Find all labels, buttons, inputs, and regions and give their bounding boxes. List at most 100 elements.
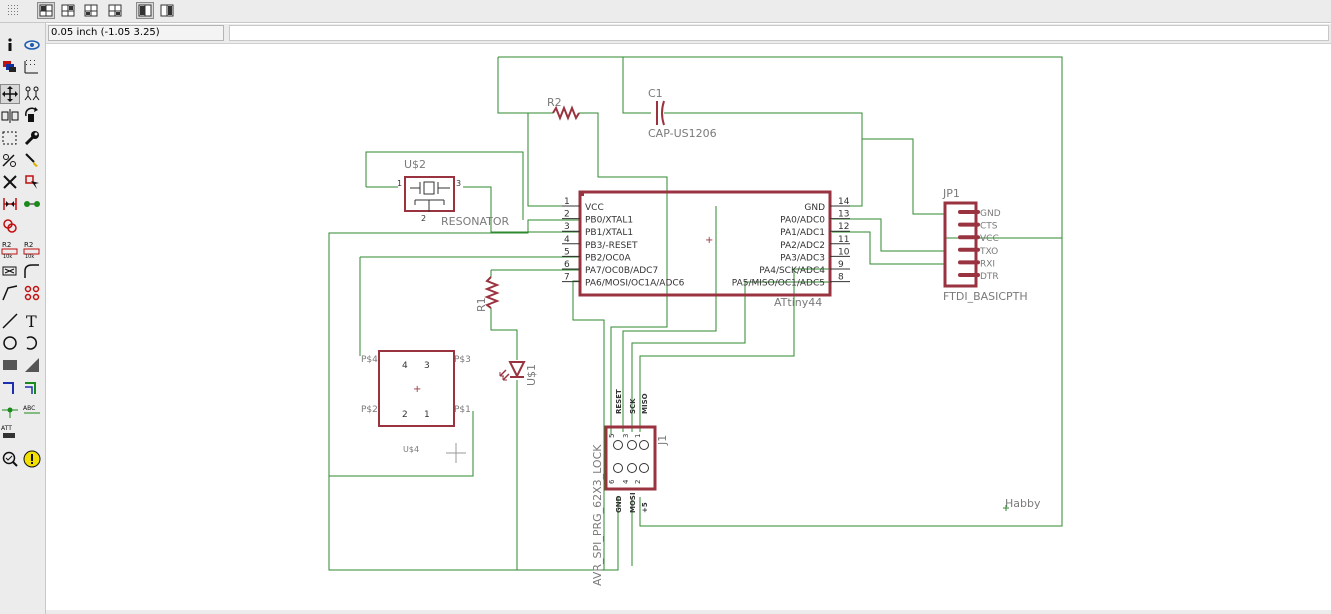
u4-label-p3: P$3 [454,355,471,365]
u2-pin-1: 1 [397,179,402,188]
move-icon[interactable] [0,84,20,104]
ic-pin-name: VCC [585,203,604,213]
ic-pin-num: 11 [838,235,849,245]
circle-icon[interactable] [0,333,20,353]
ic-pin-name: PB3/-RESET [585,241,638,251]
u2-value: RESONATOR [441,215,510,228]
grid-dots-icon[interactable] [22,57,42,77]
schematic-canvas[interactable]: R2 C1 CAP-US1206 U$2 RESONATOR 1 3 2 + A… [46,44,1331,614]
jp1-pin-label: VCC [980,234,999,244]
ic-pin-name: PA6/MOSI/OC1A/ADC6 [585,279,685,289]
j1-top-label: SCK [629,398,637,414]
j1-bottom-label: MOSI [629,492,637,513]
info-icon[interactable] [0,35,20,55]
svg-text:ABC: ABC [23,405,35,412]
jp1-pin-label: TXO [979,247,998,257]
ic-pin-name: PA1/ADC1 [780,228,825,238]
jp1-value: FTDI_BASICPTH [943,290,1028,303]
header-j1[interactable]: J1 AVR_SPI_PRG_62X3_LOCK 56RESETGND34SCK… [591,389,669,586]
svg-text:R2: R2 [24,241,33,249]
smash-icon[interactable] [0,261,20,281]
resistor-r1[interactable]: R1 [475,276,500,312]
resistor-r2[interactable]: R2 [547,96,580,121]
brush-icon[interactable] [22,150,42,170]
command-input[interactable] [229,25,1329,41]
select-rect-icon[interactable] [0,128,20,148]
u4-label-p2: P$2 [361,405,378,415]
rotate-icon[interactable] [22,106,42,126]
erc-icon[interactable] [0,449,20,469]
svg-text:+: + [413,384,421,395]
text-icon[interactable]: T [22,311,42,331]
layout-icon-2[interactable] [59,2,77,19]
add-part-icon[interactable] [22,172,42,192]
net-icon[interactable] [0,378,20,398]
split-wire-icon[interactable] [0,283,20,303]
ic-value: ATtiny44 [774,296,822,309]
led-u1[interactable]: U$1 [499,361,538,386]
junction-icon[interactable] [0,400,20,420]
miter-icon[interactable] [22,261,42,281]
svg-text:10k: 10k [25,254,34,259]
layout-icon-6[interactable] [158,2,176,19]
attribute-icon[interactable]: ATT [0,422,20,442]
led-name: U$1 [525,364,538,386]
ic-pin-num: 6 [564,260,570,270]
ic-attiny44[interactable]: + ATtiny44 1VCC2PB0/XTAL13PB1/XTAL14PB3/… [562,190,850,309]
layers-icon[interactable] [0,57,20,77]
habby-label: Habby [1003,497,1041,511]
warning-icon[interactable] [22,449,42,469]
j1-pin-num: 6 [608,479,616,484]
mirror-icon[interactable] [0,106,20,126]
jp1-pin-label: CTS [980,222,998,232]
mirror-h-icon[interactable] [0,194,20,214]
u4-name: U$4 [403,445,419,454]
ic-pin-name: PB2/OC0A [585,253,631,263]
ic-pin-name: GND [804,203,825,213]
ic-pin-num: 8 [838,273,844,283]
split-icon[interactable] [0,150,20,170]
delete-icon[interactable] [0,172,20,192]
part-u4[interactable]: + U$4 P$4 P$3 P$2 P$1 4 3 2 1 [361,350,471,463]
rect-icon[interactable] [0,355,20,375]
eye-icon[interactable] [22,35,42,55]
top-toolbar [0,0,1331,23]
arc-icon[interactable] [22,333,42,353]
status-strip [46,610,1331,614]
value-icon[interactable]: R2 10k [22,239,42,259]
r2-name: R2 [547,96,562,109]
resonator-u2[interactable]: U$2 RESONATOR 1 3 2 [397,158,510,228]
r1-name: R1 [475,297,488,312]
ic-pin-name: PA5/MISO/OC1/ADC5 [732,279,825,289]
ic-pin-num: 3 [564,222,570,232]
u2-pin-2: 2 [421,214,426,223]
jp1-pin-label: RXI [980,259,995,269]
ic-pin-name: PB0/XTAL1 [585,216,633,226]
grid-icon[interactable] [5,2,23,19]
line-icon[interactable] [0,311,20,331]
layout-icon-3[interactable] [82,2,100,19]
wrench-icon[interactable] [22,128,42,148]
pinswap-icon[interactable] [22,194,42,214]
coordinate-display: 0.05 inch (-1.05 3.25) [48,25,224,41]
optimize-icon[interactable] [22,283,42,303]
capacitor-c1[interactable]: C1 CAP-US1206 [648,87,717,140]
ic-pin-num: 2 [564,210,570,220]
layout-icon-1[interactable] [37,2,55,19]
ic-pin-name: PA4/SCK/ADC4 [759,266,825,276]
layout-icon-5[interactable] [136,2,154,19]
u4-pin-2: 2 [402,410,408,420]
bus-icon[interactable] [22,378,42,398]
svg-text:+: + [705,235,713,246]
polygon-icon[interactable] [22,355,42,375]
layout-icon-4[interactable] [106,2,124,19]
j1-name: J1 [656,435,669,446]
j1-top-label: MISO [641,393,649,414]
ic-pin-num: 9 [838,260,844,270]
copy-icon[interactable] [0,216,20,236]
group-icon[interactable] [22,84,42,104]
label-icon[interactable]: ABC [22,400,42,420]
